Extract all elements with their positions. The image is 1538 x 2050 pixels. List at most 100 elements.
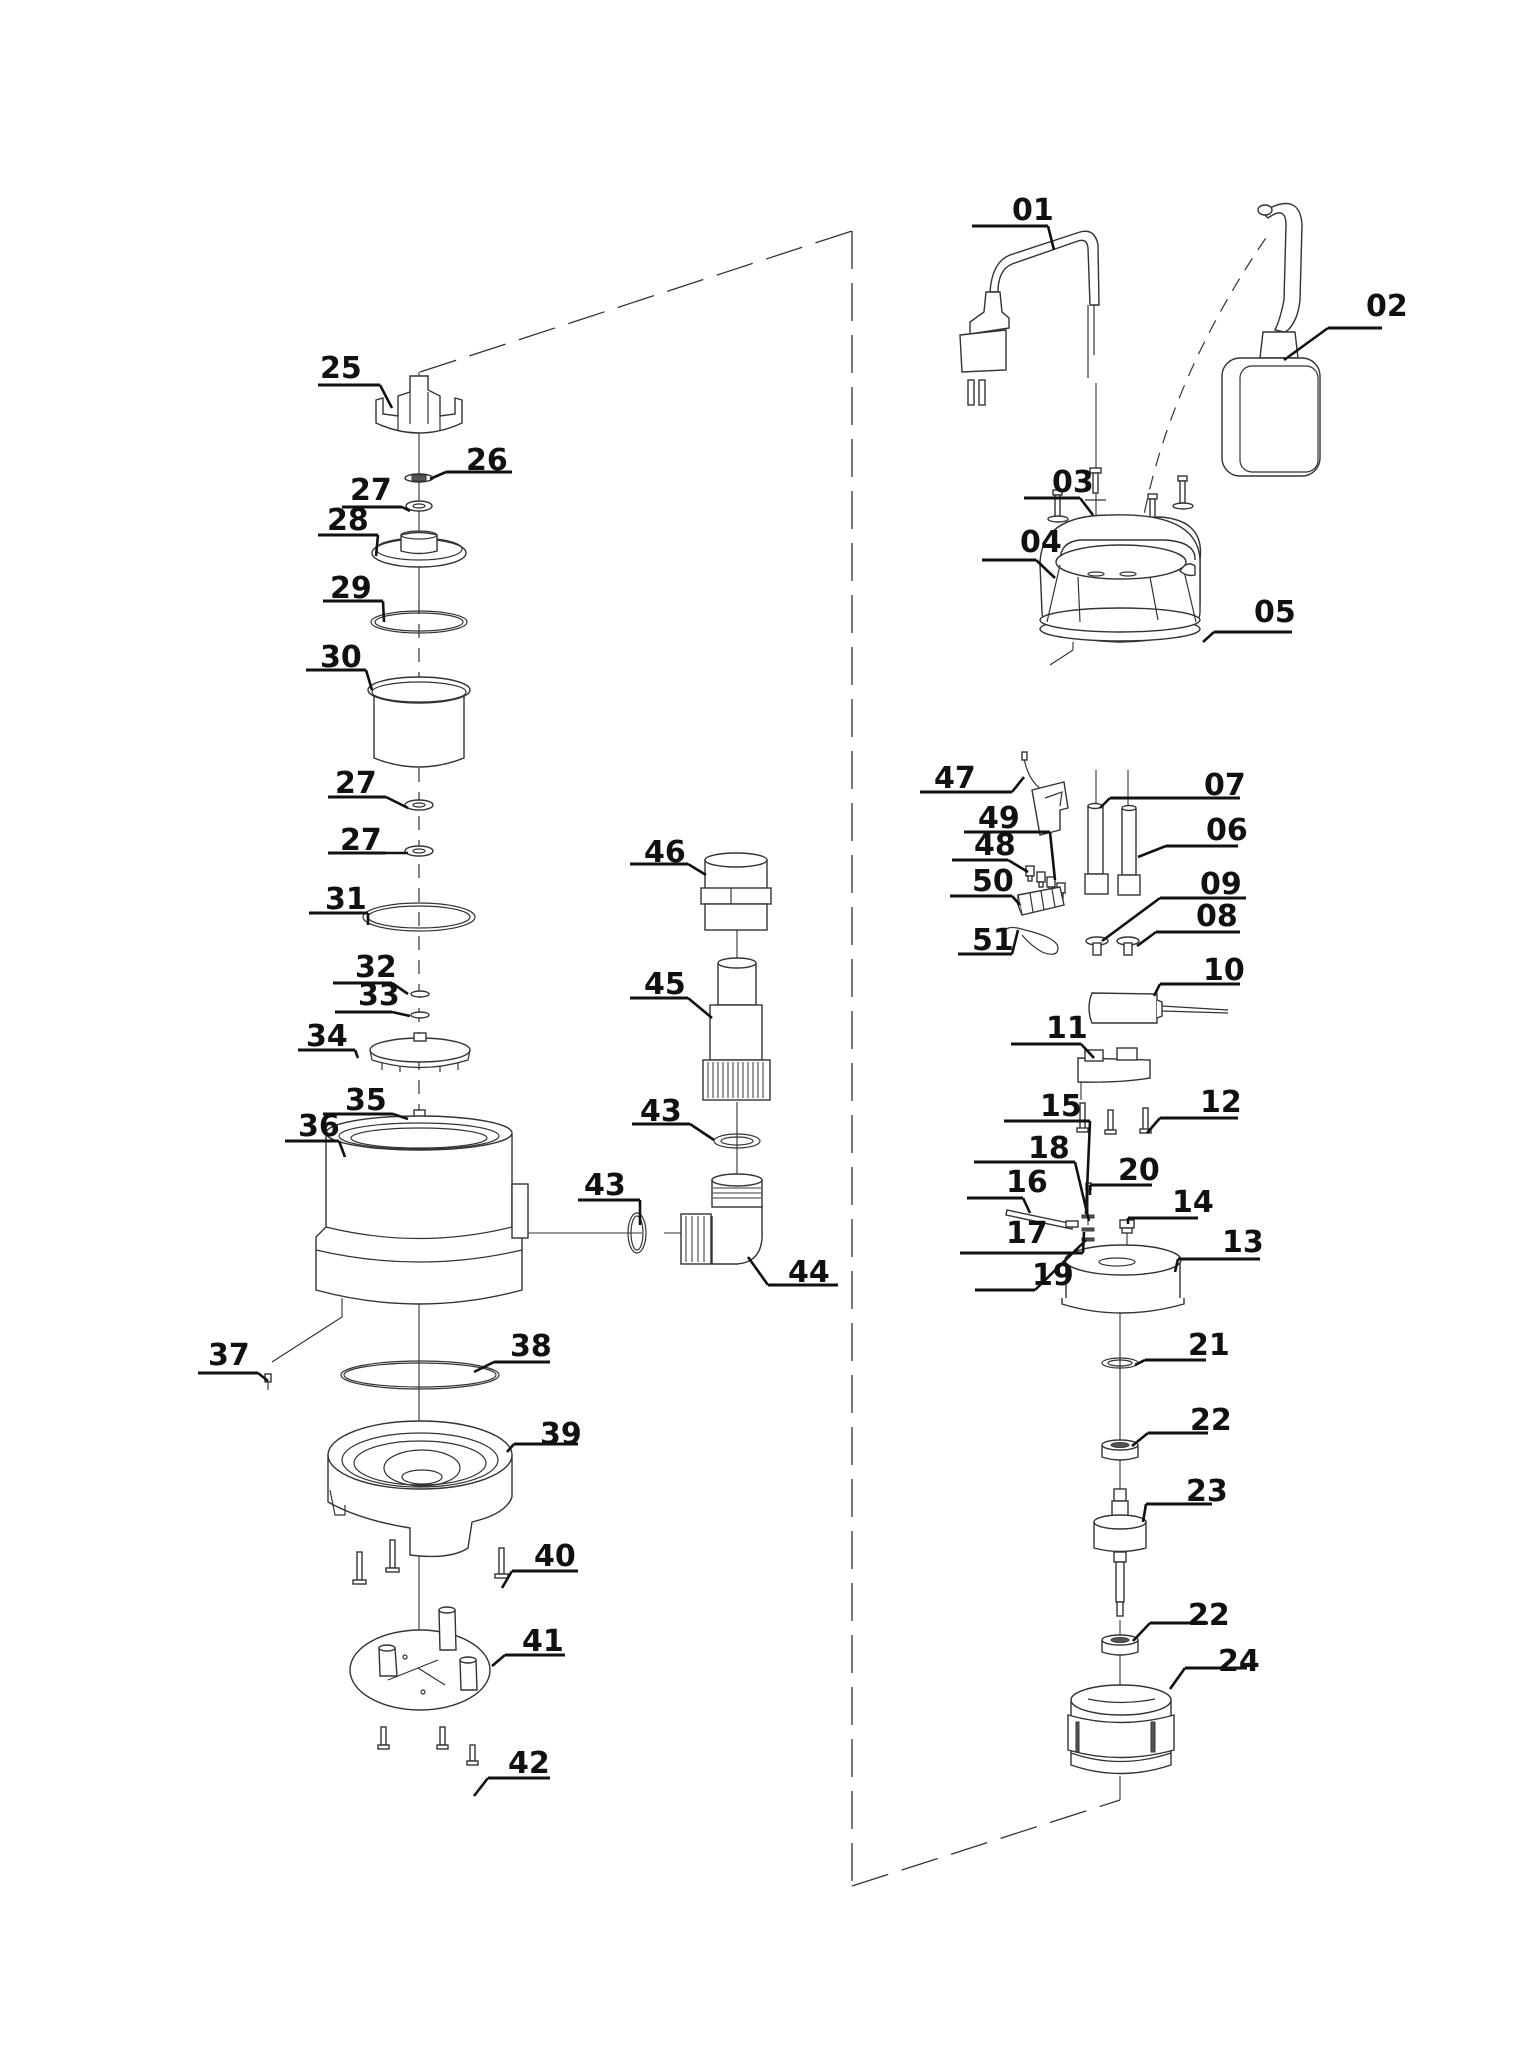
callout-l12: 12 xyxy=(1146,1085,1242,1134)
callout-l08: 08 xyxy=(1136,899,1240,948)
part-capacitor-holder xyxy=(1077,1047,1151,1100)
part-number-label: 16 xyxy=(1006,1165,1048,1200)
callout-l03: 03 xyxy=(1024,465,1095,516)
leader-line xyxy=(1152,983,1162,997)
part-screw xyxy=(264,1373,272,1390)
leader-line xyxy=(429,470,447,481)
callout-l13: 13 xyxy=(1173,1225,1264,1273)
part-pump-base-chamber xyxy=(327,1420,513,1558)
leader-line xyxy=(381,600,386,623)
part-housing-guard xyxy=(375,375,463,434)
leader-line xyxy=(1202,631,1215,643)
leader-line xyxy=(392,1112,409,1121)
callout-l36: 36 xyxy=(285,1109,347,1158)
leader-line xyxy=(1073,1161,1091,1222)
part-number-label: 15 xyxy=(1040,1089,1082,1124)
callout-l01: 01 xyxy=(972,193,1056,251)
callout-l22a: 22 xyxy=(1131,1403,1232,1448)
part-number-label: 06 xyxy=(1206,813,1248,848)
part-number-label: 49 xyxy=(978,801,1020,836)
leader-line xyxy=(1131,1431,1149,1448)
leader-line xyxy=(1034,1239,1087,1291)
part-cable-with-clip xyxy=(1021,751,1069,836)
part-o-ring xyxy=(370,610,468,634)
part-screw xyxy=(1047,489,1069,523)
leader-line xyxy=(746,1256,770,1286)
leader-line xyxy=(401,505,411,513)
callout-l06: 06 xyxy=(1137,813,1248,859)
part-number-label: 27 xyxy=(350,473,392,508)
part-screw xyxy=(1172,475,1194,510)
part-screw xyxy=(1104,1109,1117,1135)
leader-line xyxy=(687,997,713,1019)
callout-l14: 14 xyxy=(1126,1185,1214,1224)
leader-line xyxy=(500,1570,514,1589)
leader-line xyxy=(1146,1117,1161,1134)
assembly-connection-frame xyxy=(419,230,1121,1887)
part-number-label: 31 xyxy=(325,882,367,917)
callout-l22b: 22 xyxy=(1132,1598,1230,1642)
leader-line xyxy=(374,534,380,557)
part-number-label: 25 xyxy=(320,351,362,386)
callout-l37: 37 xyxy=(198,1338,269,1383)
leader-line xyxy=(1007,858,1029,874)
leader-line xyxy=(1168,1667,1187,1690)
leader-line xyxy=(378,384,394,409)
callout-l27b: 27 xyxy=(328,766,409,810)
callout-l33: 33 xyxy=(335,978,411,1018)
leader-line xyxy=(391,1010,411,1018)
callout-l51: 51 xyxy=(958,923,1020,958)
part-cable-gland-sleeve xyxy=(1117,804,1141,896)
part-number-label: 09 xyxy=(1200,867,1242,902)
part-number-label: 12 xyxy=(1200,1085,1242,1120)
part-number-label: 14 xyxy=(1172,1185,1214,1220)
callout-l41: 41 xyxy=(491,1624,565,1667)
part-washer xyxy=(410,1011,430,1019)
part-motor-housing-can xyxy=(367,676,471,768)
leader-line xyxy=(1101,896,1161,943)
part-rotor-with-shaft xyxy=(1093,1488,1147,1617)
part-number-label: 01 xyxy=(1012,193,1054,228)
leader-line xyxy=(1283,326,1329,362)
leader-line xyxy=(1132,1622,1151,1642)
part-number-label: 22 xyxy=(1188,1598,1230,1633)
callout-l47: 47 xyxy=(920,761,1026,796)
part-number-label: 13 xyxy=(1222,1225,1264,1260)
part-threaded-adapter xyxy=(700,852,772,931)
leader-line xyxy=(364,669,374,691)
callout-l39: 39 xyxy=(506,1417,582,1453)
callout-l15: 15 xyxy=(1004,1089,1092,1215)
part-cable-clamp xyxy=(1116,936,1140,956)
callout-l02: 02 xyxy=(1283,289,1408,362)
part-number-label: 51 xyxy=(972,923,1014,958)
part-screw xyxy=(385,1539,400,1573)
callout-l10: 10 xyxy=(1152,953,1245,997)
leader-line xyxy=(1010,929,1020,955)
callout-l16: 16 xyxy=(967,1165,1048,1214)
leader-line xyxy=(385,795,409,810)
leader-line xyxy=(1141,1503,1148,1523)
part-number-label: 43 xyxy=(584,1168,626,1203)
leader-line xyxy=(506,1443,515,1453)
part-stator xyxy=(1067,1684,1175,1775)
part-base-plate xyxy=(349,1606,491,1711)
part-screw xyxy=(1139,1107,1152,1134)
part-screw xyxy=(377,1726,390,1750)
leader-line xyxy=(1173,1258,1180,1273)
callout-l20: 20 xyxy=(1088,1153,1160,1195)
callout-l05: 05 xyxy=(1202,595,1296,643)
part-number-label: 42 xyxy=(508,1746,550,1781)
part-shaft-seal xyxy=(404,845,434,857)
callout-l32: 32 xyxy=(333,950,409,996)
callout-l34: 34 xyxy=(298,1019,360,1059)
part-number-label: 34 xyxy=(306,1019,348,1054)
callout-l24: 24 xyxy=(1168,1644,1260,1690)
part-number-label: 18 xyxy=(1028,1131,1070,1166)
part-number-label: 33 xyxy=(358,978,400,1013)
leader-line xyxy=(1078,497,1095,516)
callout-l48: 48 xyxy=(952,828,1029,874)
leader-line xyxy=(1137,844,1167,859)
callout-l26: 26 xyxy=(429,443,512,481)
leader-line xyxy=(391,981,409,996)
